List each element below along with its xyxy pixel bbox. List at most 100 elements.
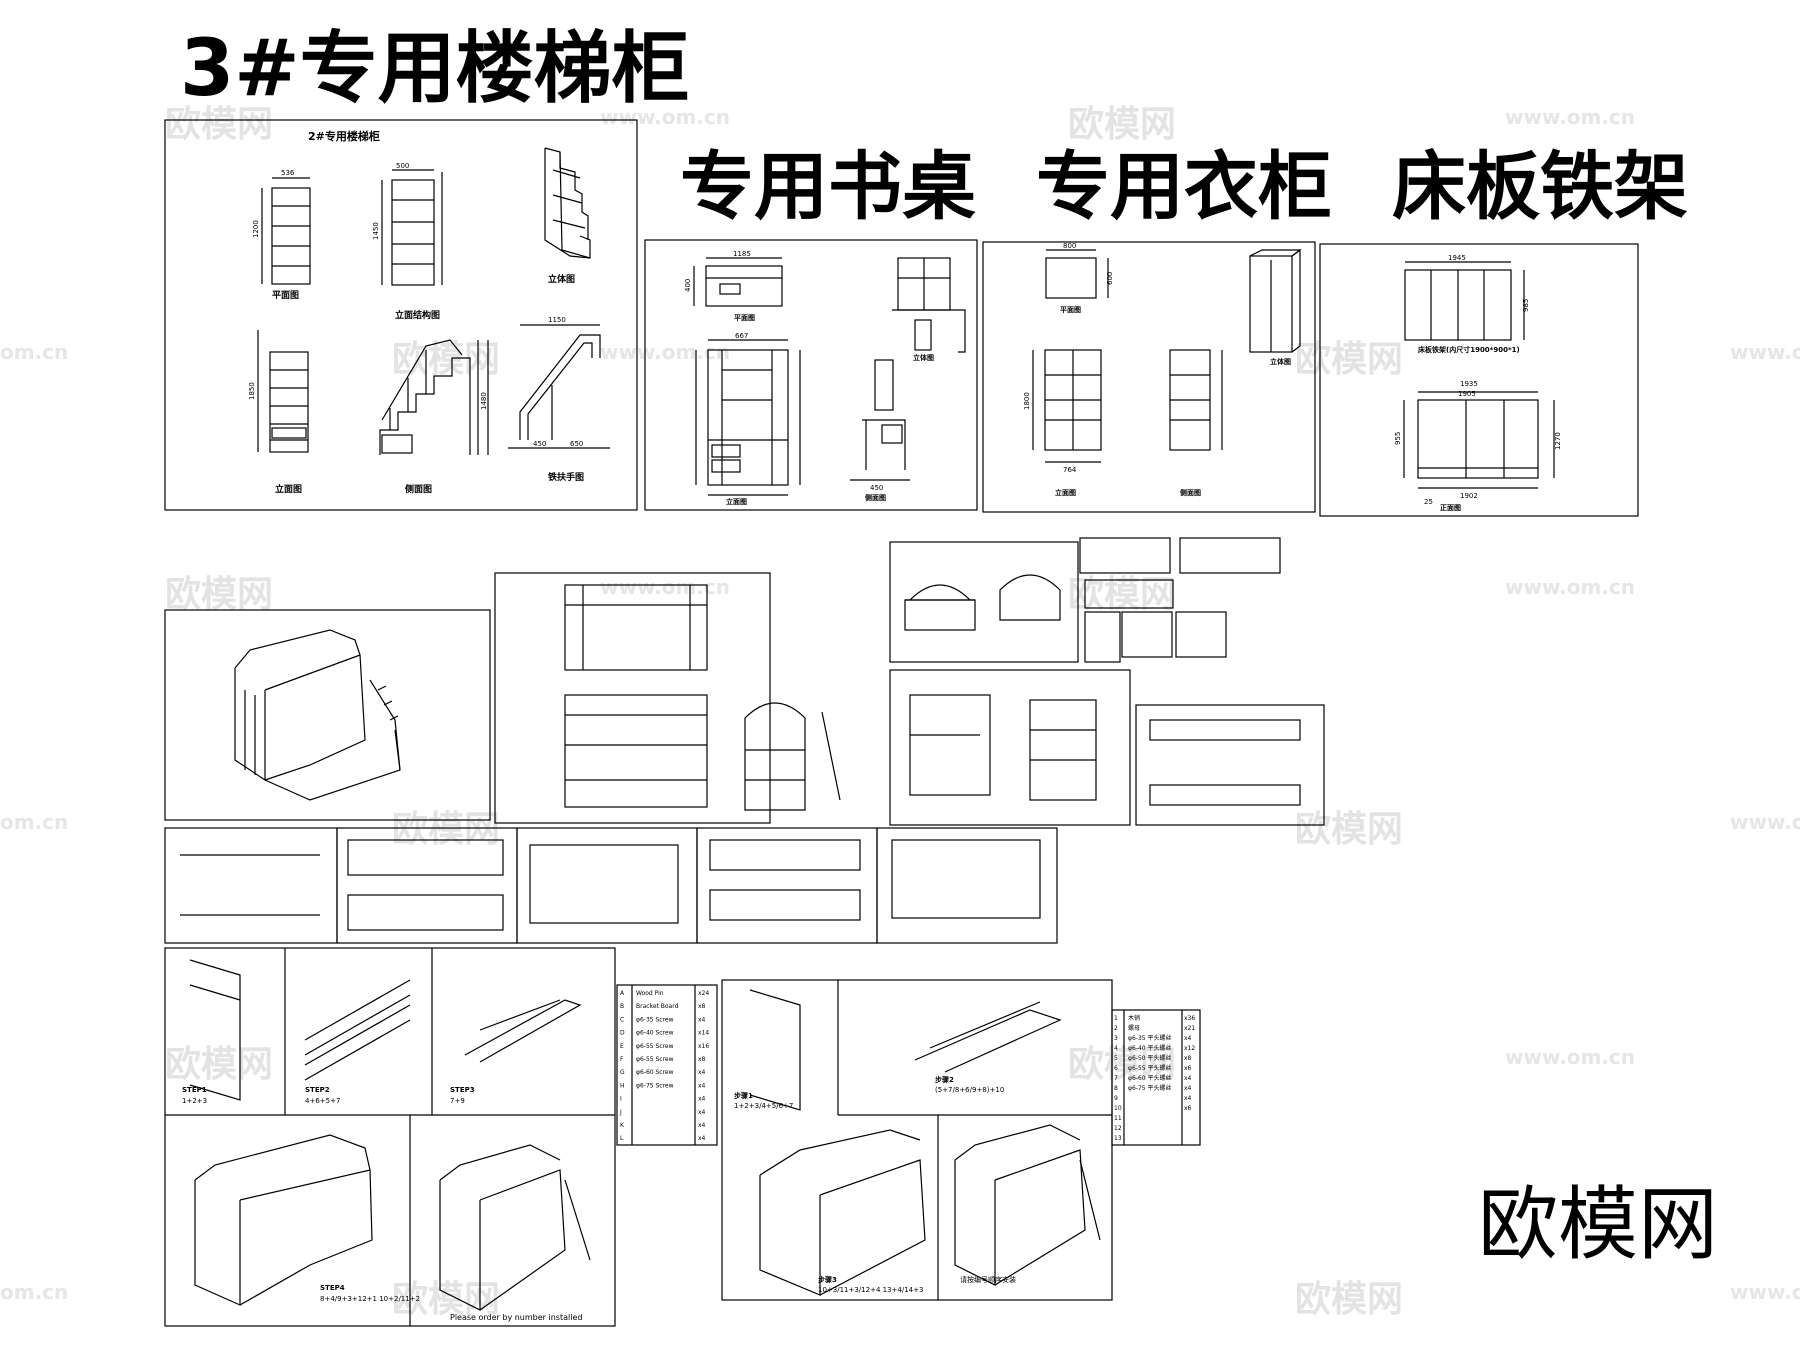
panel-hardware-table-en xyxy=(616,984,718,1146)
panel-bunkbed-elevations xyxy=(494,572,841,824)
hw-qty: x16 xyxy=(698,1043,709,1050)
hw-code: 12 xyxy=(1114,1125,1122,1132)
hw-qty: x4 xyxy=(1184,1095,1192,1102)
panel-wardrobe xyxy=(982,241,1316,513)
hw-qty: x4 xyxy=(698,1122,706,1129)
hw-code: 6 xyxy=(1114,1065,1118,1072)
panel-bunkbed-3d xyxy=(164,609,491,821)
step-parts: 8+4/9+3+12+1 10+2/11+2 xyxy=(320,1295,420,1303)
panel-bedframe xyxy=(1319,243,1639,517)
dim-label: 536 xyxy=(281,169,295,177)
stair-3d-drawing xyxy=(544,147,591,259)
hw-code: 4 xyxy=(1114,1045,1118,1052)
hw-name: φ6-50 平头螺丝 xyxy=(1128,1054,1171,1062)
dim-label: 1270 xyxy=(1554,432,1562,450)
panel-border xyxy=(164,609,491,821)
stair-handrail-drawing xyxy=(508,324,610,449)
step-parts: 7+9 xyxy=(450,1097,465,1105)
caption-solid: 立体图 xyxy=(1270,357,1291,366)
panel-hardware-table-cn xyxy=(1111,1009,1201,1146)
hw-name: φ6-40 Screw xyxy=(636,1030,674,1037)
hw-code: H xyxy=(620,1082,625,1089)
section-title-row: 专用书桌 专用衣柜 床板铁架 xyxy=(680,150,1688,240)
dim-label: 650 xyxy=(570,440,583,448)
hw-code: D xyxy=(620,1030,625,1037)
hw-qty: x6 xyxy=(1184,1105,1192,1112)
hw-qty: x8 xyxy=(698,1056,706,1063)
panel-stair-cabinet xyxy=(164,119,638,511)
hw-name: 木销 xyxy=(1128,1014,1140,1022)
hw-name: φ6-75 Screw xyxy=(636,1082,674,1089)
dim-label: 1480 xyxy=(480,392,488,410)
panel-border-c xyxy=(1135,704,1325,826)
dim-label: 1185 xyxy=(733,250,751,258)
caption-structure: 立面结构图 xyxy=(395,309,440,321)
hw-qty: x4 xyxy=(1184,1075,1192,1082)
step-label: STEP3 xyxy=(450,1086,475,1094)
hw-code: I xyxy=(620,1096,622,1103)
hw-code: G xyxy=(620,1069,625,1076)
panel-detail-small-b xyxy=(889,669,1325,826)
panel-border xyxy=(1319,243,1639,517)
hw-name: φ6-35 Screw xyxy=(636,1016,674,1023)
hw-code: K xyxy=(620,1122,625,1129)
hw-qty: x8 xyxy=(1184,1055,1192,1062)
caption-side: 侧面图 xyxy=(405,483,432,495)
hw-code: A xyxy=(620,990,625,997)
panel-border xyxy=(644,239,978,511)
caption-solid: 立体图 xyxy=(913,353,934,362)
hw-qty: x36 xyxy=(1184,1015,1195,1022)
step-label: STEP2 xyxy=(305,1086,330,1094)
hw-qty: x12 xyxy=(1184,1045,1195,1052)
caption-plan: 平面图 xyxy=(272,290,299,301)
caption-plan: 平面图 xyxy=(1060,305,1081,314)
hw-qty: x4 xyxy=(698,1135,706,1142)
dim-label: 1150 xyxy=(548,316,566,324)
hw-code: E xyxy=(620,1043,624,1050)
hw-qty: x4 xyxy=(698,1082,706,1089)
hw-qty: x21 xyxy=(1184,1025,1195,1032)
dim-label: 450 xyxy=(533,440,546,448)
hw-code: 13 xyxy=(1114,1135,1122,1142)
dim-label: 667 xyxy=(735,332,748,340)
dim-label: 1902 xyxy=(1460,492,1478,500)
panel-detail-small-a xyxy=(889,537,1281,663)
order-note: Please order by number installed xyxy=(450,1313,582,1322)
hw-code: C xyxy=(620,1016,624,1023)
stair-side-drawing xyxy=(379,339,489,455)
panel-border xyxy=(164,947,616,1327)
hw-qty: x24 xyxy=(698,990,709,997)
brand-logo-text: 欧模网 xyxy=(1478,1178,1718,1271)
dim-label: 1200 xyxy=(252,220,260,238)
hw-name: φ6-55 Screw xyxy=(636,1043,674,1050)
dim-label: 400 xyxy=(684,279,692,292)
caption-elevation: 立面图 xyxy=(726,497,747,506)
section-title-wardrobe: 专用衣柜 xyxy=(1036,144,1332,230)
hw-code: J xyxy=(619,1109,622,1116)
panel-border xyxy=(889,541,1079,663)
hw-qty: x4 xyxy=(1184,1035,1192,1042)
hw-code: 9 xyxy=(1114,1095,1118,1102)
hw-code: B xyxy=(620,1003,624,1010)
dim-label: 1450 xyxy=(372,222,380,240)
hw-code: L xyxy=(620,1135,624,1142)
hw-name: φ6-55 平头螺丝 xyxy=(1128,1064,1171,1072)
hw-qty: x6 xyxy=(1184,1065,1192,1072)
panel-border xyxy=(721,979,1113,1301)
stair-panel-title: 2#专用楼梯柜 xyxy=(308,129,380,143)
dim-label: 500 xyxy=(396,162,409,170)
caption-plan: 平面图 xyxy=(734,313,755,322)
caption-plan: 正面图 xyxy=(1440,503,1461,512)
dim-label: 764 xyxy=(1063,466,1077,474)
hw-name: φ6-40 平头螺丝 xyxy=(1128,1044,1171,1052)
hw-code: 10 xyxy=(1114,1105,1122,1112)
dim-label: 1905 xyxy=(1458,390,1476,398)
section-title-desk: 专用书桌 xyxy=(680,144,976,230)
hw-qty: x8 xyxy=(698,1003,706,1010)
hw-name: Bracket Board xyxy=(636,1003,679,1010)
hw-name: 螺母 xyxy=(1128,1024,1140,1032)
hw-qty: x4 xyxy=(1184,1085,1192,1092)
dim-label: 800 xyxy=(1063,242,1076,250)
step-parts: 10+3/11+3/12+4 13+4/14+3 xyxy=(818,1286,923,1294)
